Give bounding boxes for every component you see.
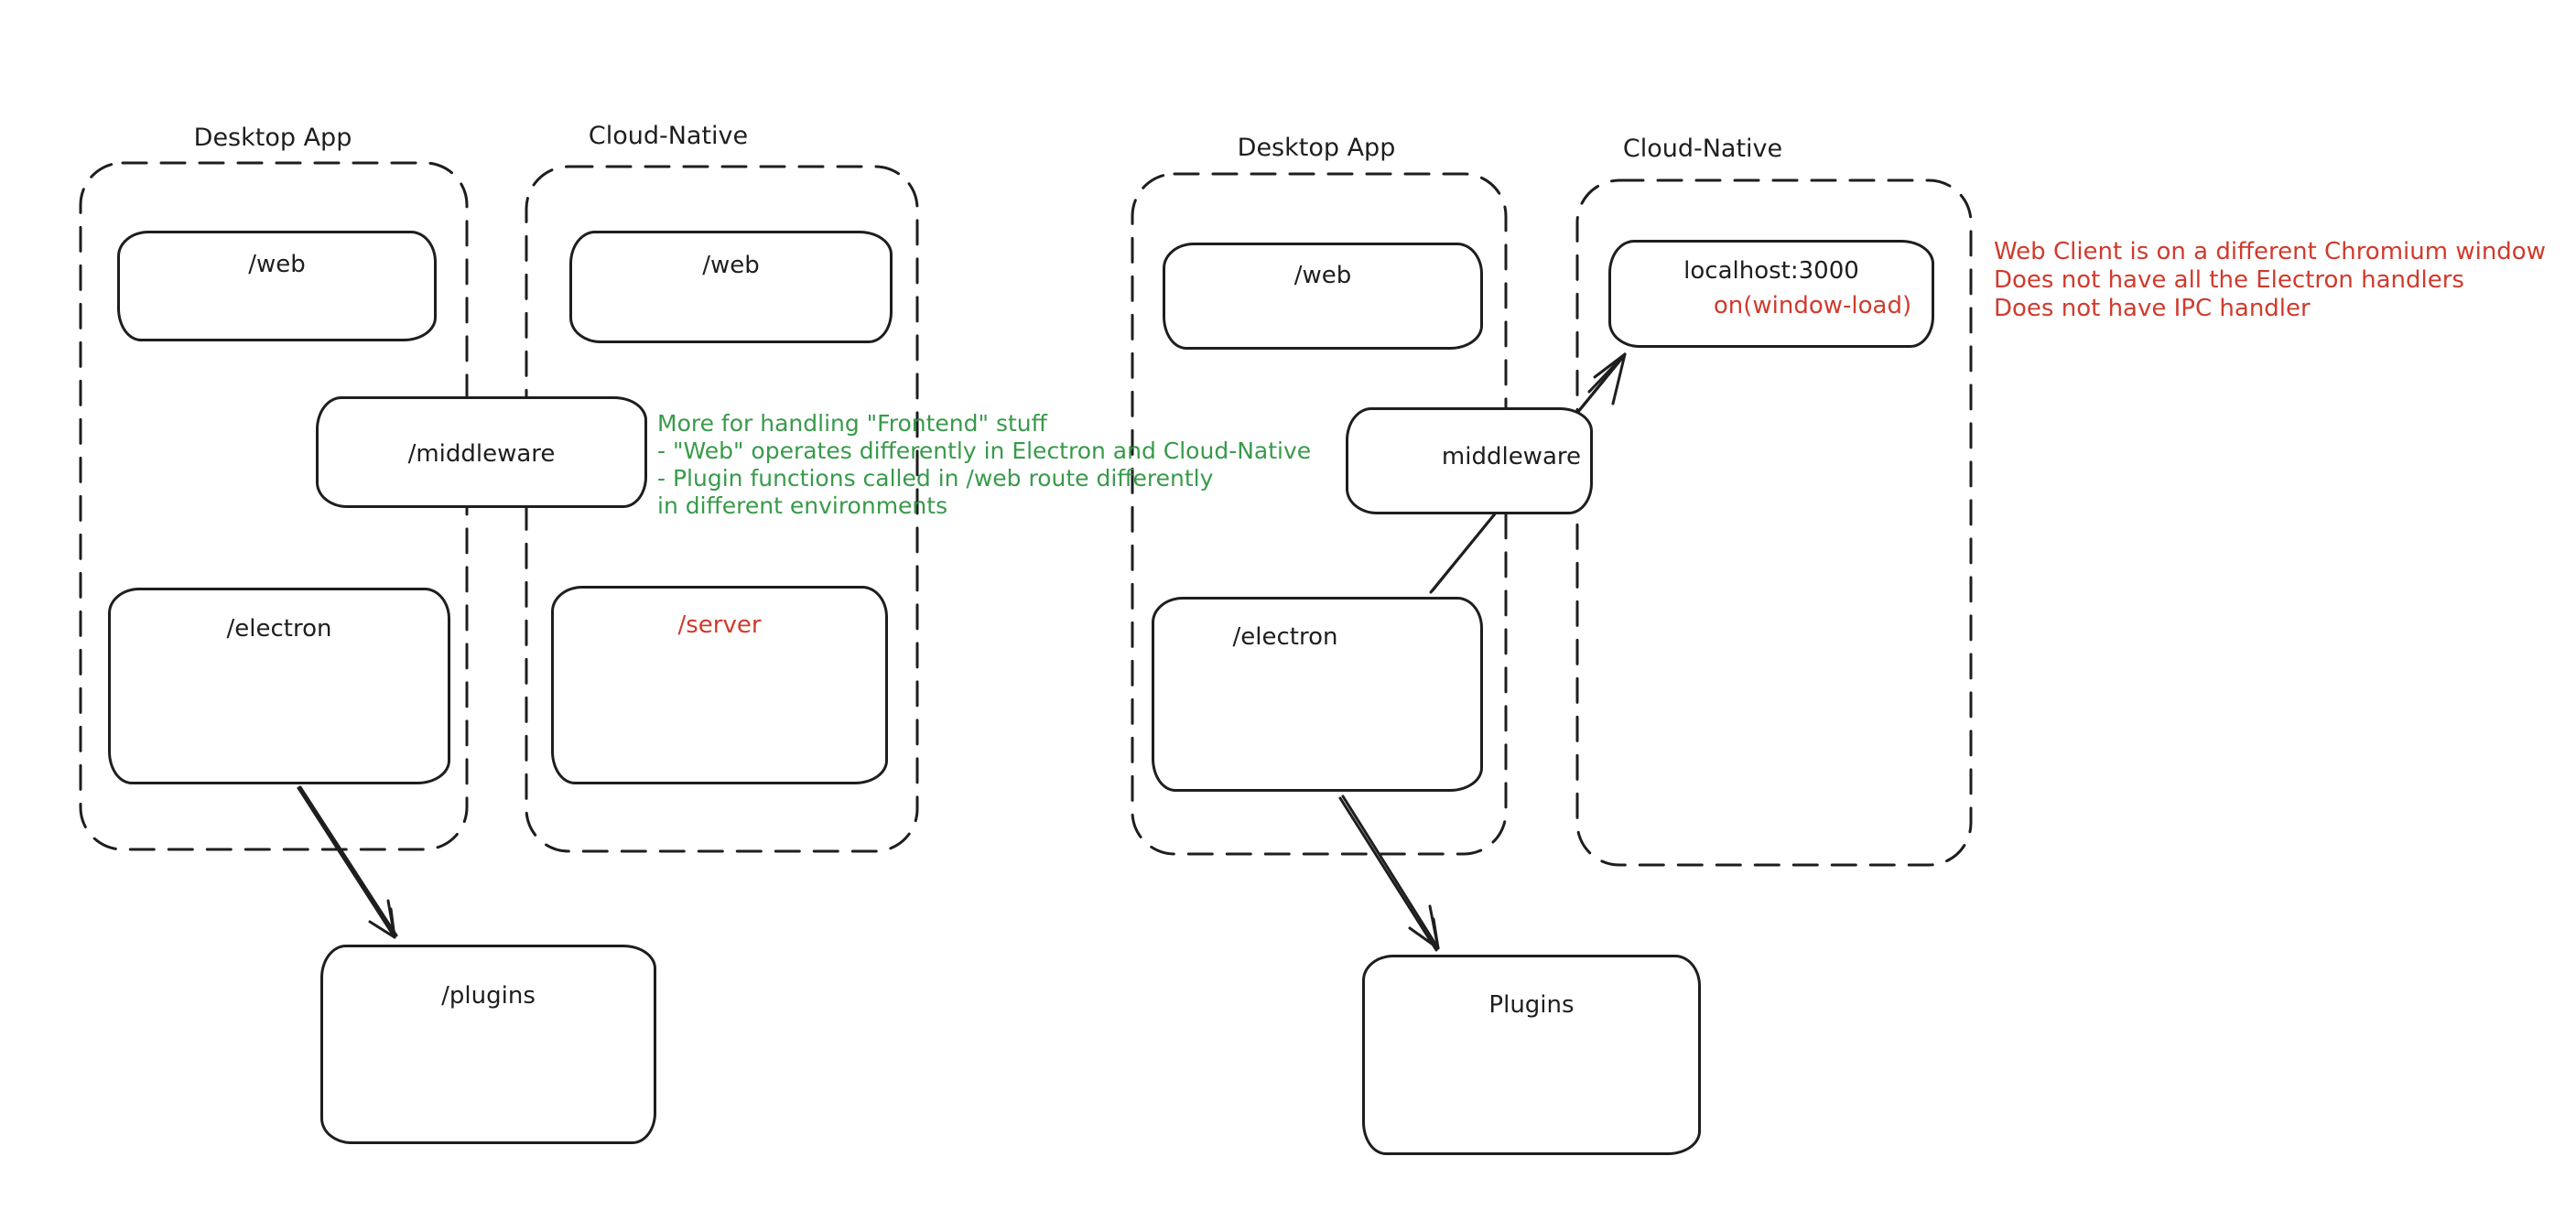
left-green-annotation[interactable]: More for handling "Frontend" stuff - "We… (657, 410, 1311, 520)
right-desktop-web-label: /web (1293, 262, 1352, 289)
red-note-line: Web Client is on a different Chromium wi… (1994, 238, 2546, 265)
left-cloud-web-label: /web (702, 252, 760, 279)
left-desktop-web-label: /web (248, 251, 306, 278)
arrow-right-electron-to-localhost[interactable] (1429, 352, 1627, 594)
right-cloud-native-container[interactable] (1575, 178, 1973, 867)
right-electron-label: /electron (1232, 623, 1338, 651)
red-note-line: Does not have all the Electron handlers (1994, 266, 2464, 294)
right-red-annotation[interactable]: Web Client is on a different Chromium wi… (1994, 238, 2546, 323)
green-note-line: - Plugin functions called in /web route … (657, 465, 1214, 492)
right-localhost-label: localhost:3000 (1683, 257, 1859, 285)
right-electron-box[interactable]: /electron (1152, 597, 1483, 792)
left-cloud-native-container[interactable] (525, 165, 919, 853)
left-electron-label: /electron (226, 615, 332, 643)
right-cloud-native-title[interactable]: Cloud-Native (1622, 135, 1783, 163)
left-desktop-web-box[interactable]: /web (117, 231, 437, 341)
red-note-line: Does not have IPC handler (1994, 295, 2311, 322)
left-cloud-native-title[interactable]: Cloud-Native (588, 122, 749, 150)
right-middleware-label: middleware (1441, 443, 1581, 470)
left-plugins-box[interactable]: /plugins (320, 945, 656, 1144)
right-plugins-label: Plugins (1488, 991, 1575, 1019)
arrow-left-electron-to-plugins[interactable] (297, 785, 398, 939)
left-electron-box[interactable]: /electron (108, 588, 450, 784)
right-localhost-box[interactable]: localhost:3000 on(window-load) (1608, 240, 1934, 348)
arrow-right-electron-to-plugins[interactable] (1338, 794, 1440, 952)
left-server-box[interactable]: /server (551, 586, 888, 784)
left-middleware-label: /middleware (407, 440, 556, 468)
right-desktop-app-title[interactable]: Desktop App (1237, 134, 1396, 162)
left-middleware-box[interactable]: /middleware (316, 396, 647, 508)
right-desktop-web-box[interactable]: /web (1163, 243, 1483, 350)
right-middleware-box[interactable]: middleware (1346, 407, 1593, 514)
right-plugins-box[interactable]: Plugins (1362, 955, 1701, 1155)
green-note-line: in different environments (657, 492, 948, 519)
left-plugins-label: /plugins (441, 982, 536, 1010)
left-desktop-app-title[interactable]: Desktop App (193, 124, 352, 152)
left-server-label: /server (677, 611, 762, 639)
right-localhost-event-label: on(window-load) (1713, 292, 1912, 319)
green-note-line: - "Web" operates differently in Electron… (657, 438, 1312, 464)
left-cloud-web-box[interactable]: /web (569, 231, 893, 343)
green-note-line: More for handling "Frontend" stuff (657, 410, 1047, 437)
